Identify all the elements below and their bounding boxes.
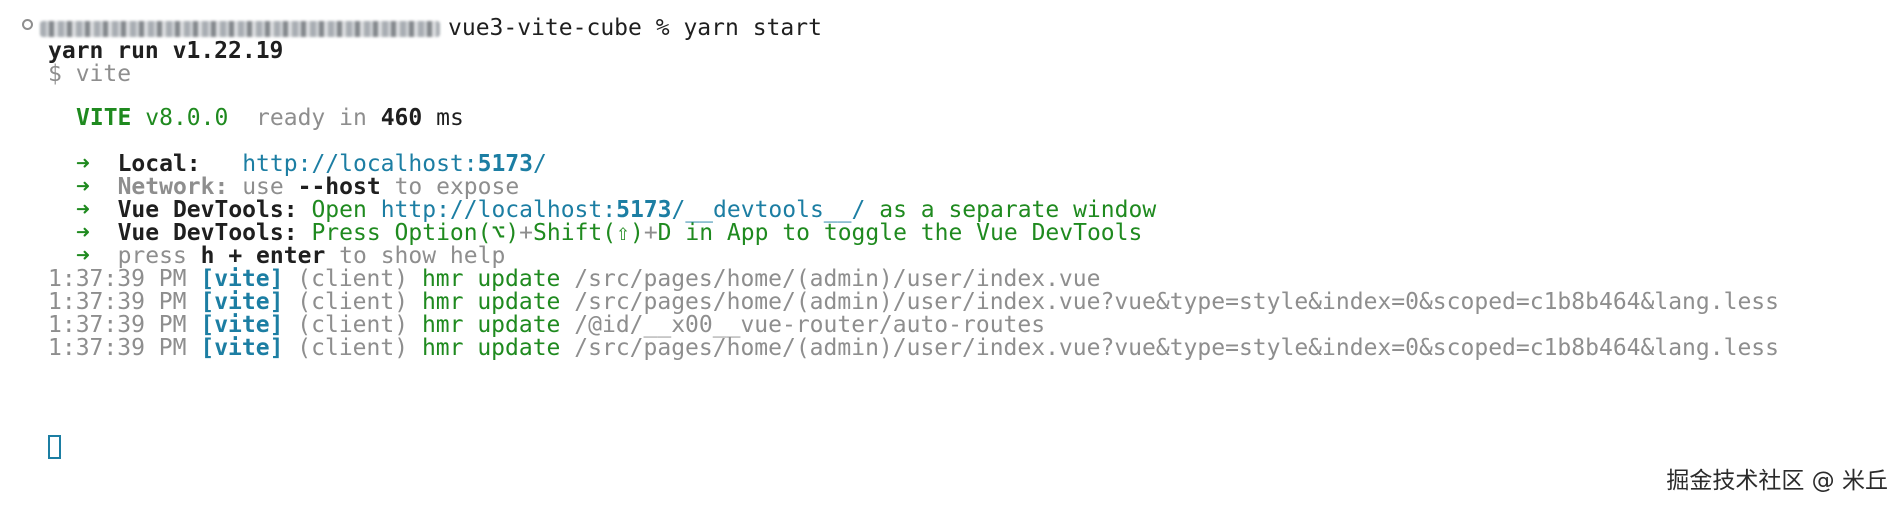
log-time: 1:37:39 PM: [48, 312, 187, 338]
yarn-version-line: yarn run v1.22.19: [48, 38, 284, 64]
prompt-line: vue3-vite-cube % yarn start: [40, 14, 822, 42]
devtools-shift-key: Shift(⇧): [533, 220, 644, 246]
vite-ready-banner: VITE v8.0.0 ready in 460 ms: [76, 104, 464, 132]
vite-command-line: $ vite: [48, 61, 132, 87]
redacted-hostname: [40, 20, 440, 37]
prompt-directory: vue3-vite-cube: [448, 15, 642, 41]
log-time: 1:37:39 PM: [48, 266, 187, 292]
log-action: hmr update: [421, 312, 561, 338]
network-use: use: [242, 174, 284, 200]
arrow-icon: ➜: [76, 243, 90, 269]
log-path: /src/pages/home/(admin)/user/index.vue: [574, 266, 1101, 292]
prompt-command: yarn start: [683, 15, 822, 41]
arrow-icon: ➜: [76, 220, 90, 246]
log-action: hmr update: [421, 335, 561, 361]
vite-ready-text: ready in: [256, 105, 367, 131]
log-client: (client): [297, 289, 409, 315]
vite-ready-unit: ms: [436, 105, 464, 131]
vite-version: v8.0.0: [145, 105, 229, 131]
hmr-log-row: 1:37:39 PM [vite] (client) hmr update /@…: [48, 311, 1045, 339]
log-path: /@id/__x00__vue-router/auto-routes: [574, 312, 1046, 338]
log-client: (client): [297, 312, 409, 338]
local-url-line: ➜ Local: http://localhost:5173/: [76, 150, 547, 178]
vite-name: VITE: [76, 105, 132, 131]
devtools-plus: +: [519, 220, 534, 246]
devtools-toggle-text: in App to toggle the Vue DevTools: [685, 220, 1143, 246]
log-path: /src/pages/home/(admin)/user/index.vue?v…: [574, 335, 1779, 361]
log-tag: [vite]: [200, 266, 284, 292]
local-label: Local:: [117, 151, 201, 177]
devtools-option-key: Option(⌥): [394, 220, 520, 246]
arrow-icon: ➜: [76, 197, 90, 223]
network-line: ➜ Network: use --host to expose: [76, 173, 519, 201]
network-expose: to expose: [394, 174, 520, 200]
terminal-cursor[interactable]: [48, 435, 61, 459]
arrow-icon: ➜: [76, 174, 90, 200]
hmr-log-row: 1:37:39 PM [vite] (client) hmr update /s…: [48, 288, 1779, 316]
log-time: 1:37:39 PM: [48, 289, 187, 315]
devtools-plus: +: [643, 220, 658, 246]
log-tag: [vite]: [200, 335, 284, 361]
devtools-shortcut-line: ➜ Vue DevTools: Press Option(⌥)+Shift(⇧)…: [76, 219, 1142, 247]
log-action: hmr update: [421, 289, 561, 315]
devtools-d-key: D: [657, 220, 672, 246]
hmr-log-row: 1:37:39 PM [vite] (client) hmr update /s…: [48, 265, 1100, 293]
devtools-open-text: Open: [311, 197, 367, 223]
vite-ready-ms: 460: [380, 105, 423, 131]
devtools-press: Press: [311, 220, 381, 246]
devtools-label: Vue DevTools:: [117, 220, 298, 246]
network-label: Network:: [117, 174, 229, 200]
hmr-log-row: 1:37:39 PM [vite] (client) hmr update /s…: [48, 334, 1779, 362]
arrow-icon: ➜: [76, 151, 90, 177]
help-press: press: [117, 243, 187, 269]
help-keys: h + enter: [200, 243, 326, 269]
watermark-text: 掘金技术社区 @ 米丘: [1666, 468, 1888, 494]
log-action: hmr update: [421, 266, 561, 292]
log-tag: [vite]: [200, 289, 284, 315]
local-url[interactable]: http://localhost:5173/: [242, 151, 547, 177]
prompt-symbol: %: [655, 15, 670, 41]
log-client: (client): [297, 335, 409, 361]
devtools-url[interactable]: http://localhost:5173/__devtools__/: [380, 197, 866, 223]
devtools-window-text: as a separate window: [879, 197, 1157, 223]
log-client: (client): [297, 266, 409, 292]
log-path: /src/pages/home/(admin)/user/index.vue?v…: [574, 289, 1779, 315]
devtools-open-line: ➜ Vue DevTools: Open http://localhost:51…: [76, 196, 1156, 224]
help-show: to show help: [339, 243, 506, 269]
devtools-label: Vue DevTools:: [117, 197, 298, 223]
log-tag: [vite]: [200, 312, 284, 338]
log-time: 1:37:39 PM: [48, 335, 187, 361]
network-host-flag: --host: [297, 174, 381, 200]
prompt-status-circle-icon: [22, 19, 33, 30]
help-line: ➜ press h + enter to show help: [76, 242, 505, 270]
